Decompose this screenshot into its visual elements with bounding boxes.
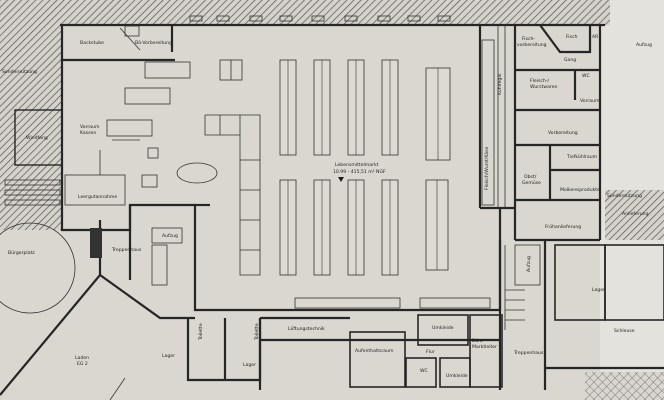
label-obst: Obst/	[524, 174, 537, 180]
lower-middle-rooms	[349, 240, 664, 390]
label-umkleide-2: Umkleide	[446, 373, 468, 379]
label-leergutannahme: Leergutannahme	[78, 194, 117, 200]
wall-shelf-right	[481, 39, 495, 206]
label-marktleiter: Marktleiter	[472, 344, 497, 350]
label-fleisch-verkauf: Fleisch/Wurst/Käse	[484, 147, 490, 190]
label-umkleide-1: Umkleide	[432, 325, 454, 331]
checkout-counters	[204, 114, 261, 276]
label-vorraum: Vorraum	[80, 124, 100, 130]
label-fleisch-lager2: Wurstwaren	[530, 84, 558, 90]
wall-shelf-bottom-right	[419, 297, 491, 309]
label-flur: Flur	[426, 349, 435, 355]
label-aufzug-right: Aufzug	[526, 256, 532, 272]
label-market-area: 10.99 - 415,51 m² NGF	[333, 169, 386, 175]
label-aufzug-far: Aufzug	[636, 42, 652, 48]
label-aufzug: Aufzug	[162, 233, 178, 239]
label-tiefkuehlraum: Tiefkühlraum	[566, 154, 598, 160]
lower-left-rooms	[0, 205, 500, 400]
label-vorbereitung: Vorbereitung	[548, 130, 578, 136]
hatched-area-right	[605, 190, 664, 240]
label-gang: Gang	[564, 57, 576, 63]
label-gemuese: Gemüse	[522, 180, 541, 186]
wall-shelf-bottom	[294, 297, 401, 309]
exterior-walls	[60, 25, 602, 312]
label-buero: Büro	[472, 338, 483, 344]
label-sondernutzung: Sondernutzung	[2, 69, 37, 75]
label-windfang: Windfang	[26, 135, 48, 141]
label-fisch: Fisch	[566, 34, 578, 40]
label-lager-mid: Lager	[243, 362, 256, 368]
hatched-area-left	[0, 0, 62, 230]
label-wc-right: WC	[582, 73, 590, 79]
label-sondernutzung-right: Sondernutzung	[607, 193, 642, 199]
crosshatch-bottom-right	[585, 372, 664, 400]
label-market: Lebensmittelmarkt	[335, 162, 379, 168]
label-lager-left: Lager	[162, 353, 175, 359]
label-toilette-1: Toilette	[198, 323, 204, 341]
label-lager-right: Lager	[592, 287, 605, 293]
label-wc: WC	[420, 368, 428, 374]
entrance-arrow-icon	[338, 177, 344, 182]
label-molkerei: Molkereiprodukte	[560, 187, 600, 193]
top-windows	[189, 15, 451, 22]
label-kuehlregal: Kühlregal	[497, 73, 503, 95]
label-aufenthaltsraum: Aufenthaltsraum	[355, 348, 394, 354]
label-ar: AR	[592, 34, 599, 40]
label-schleuse: Schleuse	[614, 328, 635, 334]
room-labels: Backstube Bä-Vorbereitung Sondernutzung …	[2, 34, 652, 379]
label-anlieferung: Anlieferung	[622, 211, 649, 217]
label-fruehanlieferung: Frühanlieferung	[545, 224, 581, 230]
label-fleisch-lager: Fleisch-/	[530, 78, 550, 84]
label-backstube: Backstube	[80, 40, 104, 46]
label-laden-eg: EG 2	[77, 361, 88, 367]
shelving-racks	[279, 59, 451, 276]
label-fisch-vorb: Fisch-	[522, 36, 535, 42]
label-vorraum-right: Vorraum	[580, 98, 600, 104]
left-parking-stripes	[4, 179, 61, 206]
label-toilette-2: Toilette	[254, 323, 260, 341]
left-rooms	[14, 25, 243, 206]
right-wing-rooms	[497, 24, 600, 208]
label-buergerplatz: Bürgerplatz	[8, 250, 35, 256]
label-bae-vorbereitung: Bä-Vorbereitung	[135, 40, 172, 46]
label-fisch-vorb2: vorbereitung	[517, 42, 547, 48]
label-treppenhaus-left: Treppenhaus	[111, 247, 142, 253]
label-laden: Laden	[75, 355, 89, 361]
label-kassen: Kassen	[80, 130, 96, 136]
label-treppenhaus-right: Treppenhaus	[513, 350, 544, 356]
hatched-street-top	[0, 0, 610, 25]
label-lueftungstechnik: Lüftungstechnik	[288, 326, 325, 332]
